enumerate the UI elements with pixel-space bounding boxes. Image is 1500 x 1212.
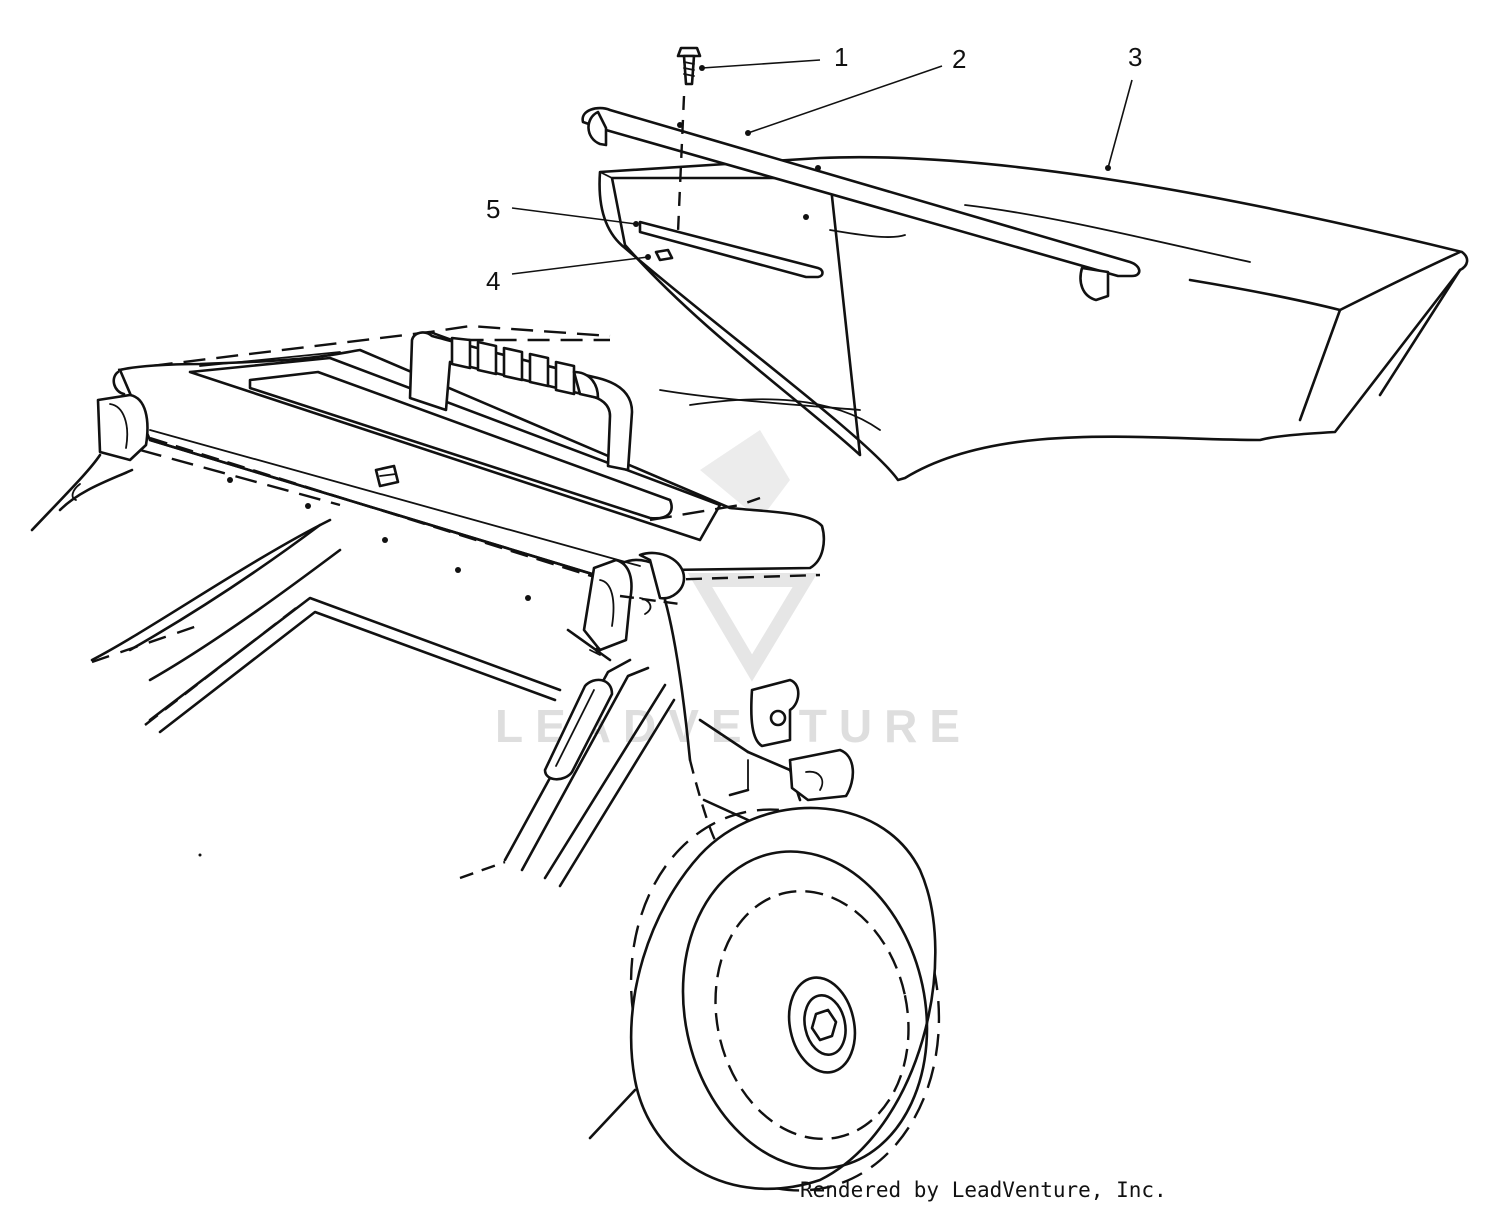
- bolt: [676, 46, 702, 233]
- bag-frame-rail: [581, 106, 1141, 302]
- wheel: [588, 806, 941, 1192]
- callout-labels: 1 2 3 5 4: [486, 42, 1142, 296]
- speck: [198, 853, 202, 857]
- callout-1: 1: [834, 42, 848, 72]
- watermark-logo-v: [687, 573, 818, 682]
- nut: [654, 248, 674, 262]
- callout-leaders: [511, 59, 1133, 275]
- watermark-logo-flame: [700, 430, 790, 520]
- callout-2: 2: [952, 44, 966, 74]
- grass-bag: [598, 155, 1469, 482]
- left-hinge: [30, 370, 149, 532]
- mower-body: [90, 518, 855, 888]
- rear-deck: [117, 324, 826, 601]
- right-hinge: [566, 558, 681, 662]
- callout-4: 4: [486, 266, 500, 296]
- carry-handle: [408, 331, 634, 472]
- callout-3: 3: [1128, 42, 1142, 72]
- callout-5: 5: [486, 194, 500, 224]
- strap-plate: [638, 220, 824, 279]
- render-credit: Rendered by LeadVenture, Inc.: [800, 1178, 1167, 1202]
